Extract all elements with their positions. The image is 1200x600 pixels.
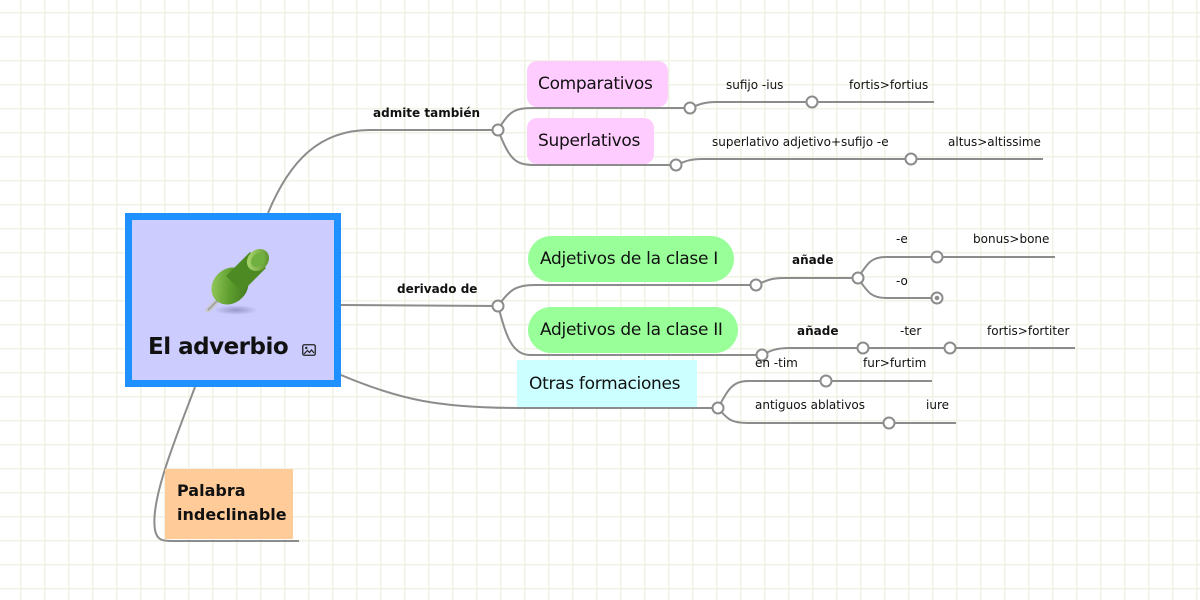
connector-root-derivado: [340, 304, 499, 307]
subtopic-o[interactable]: -o: [896, 274, 908, 288]
collapse-knob-en-tim[interactable]: [819, 374, 833, 388]
subtopic-en-tim[interactable]: en -tim: [755, 356, 798, 370]
subtopic-anade-1[interactable]: añade: [792, 253, 834, 267]
collapse-knob-derivado[interactable]: [491, 299, 505, 313]
connector-root-admite: [267, 129, 498, 214]
collapsed-indicator-o: [934, 295, 940, 301]
connector-superlativo-adj: [675, 158, 911, 166]
connector-anade-1: [755, 277, 858, 286]
topic-label: Otras formaciones: [529, 373, 681, 394]
subtopic-altissime[interactable]: altus>altissime: [948, 135, 1041, 149]
subtopic-superlativo-adjetivo[interactable]: superlativo adjetivo+sufijo -e: [712, 135, 889, 149]
relation-label-admite: admite también: [373, 106, 481, 120]
subtopic-bone[interactable]: bonus>bone: [973, 232, 1050, 246]
topic-adjetivos-clase-1[interactable]: Adjetivos de la clase I: [528, 236, 734, 282]
image-icon[interactable]: [302, 344, 316, 356]
topic-label: Adjetivos de la clase I: [540, 249, 718, 269]
collapse-knob-clase2[interactable]: [755, 348, 769, 362]
topic-comparativos[interactable]: Comparativos: [527, 61, 668, 107]
subtopic-anade-2[interactable]: añade: [797, 324, 839, 338]
topic-label: Superlativos: [538, 131, 641, 151]
collapse-knob-anade-2[interactable]: [856, 341, 870, 355]
connector-sufijo-ius: [689, 101, 812, 109]
central-topic-title: El adverbio: [148, 334, 289, 360]
subtopic-fortiter[interactable]: fortis>fortiter: [987, 324, 1070, 338]
collapse-knob-anade-1[interactable]: [851, 271, 865, 285]
subtopic-sufijo-ius[interactable]: sufijo -ius: [726, 78, 784, 92]
connector-admite-comparativos: [497, 107, 690, 131]
topic-otras-formaciones[interactable]: Otras formaciones: [517, 360, 697, 407]
topic-label: Adjetivos de la clase II: [540, 320, 723, 340]
connector-anade-2: [761, 347, 863, 356]
green-pushpin-icon: [205, 248, 270, 315]
collapse-knob-sufijo-ius[interactable]: [805, 95, 819, 109]
subtopic-antiguos-ablativos[interactable]: antiguos ablativos: [755, 398, 866, 412]
connector-derivado-clase2: [497, 305, 762, 356]
subtopic-furtim[interactable]: fur>furtim: [863, 356, 927, 370]
collapse-knob-clase1[interactable]: [749, 278, 763, 292]
topic-adjetivos-clase-2[interactable]: Adjetivos de la clase II: [528, 307, 738, 353]
subtopic-iure[interactable]: iure: [926, 398, 949, 412]
collapse-knob-comparativos[interactable]: [683, 101, 697, 115]
collapse-knob-ter[interactable]: [943, 341, 957, 355]
subtopic-ter[interactable]: -ter: [900, 324, 922, 338]
connector-admite-superlativos: [497, 129, 676, 166]
connector-derivado-clase1: [497, 284, 756, 307]
subtopic-e[interactable]: -e: [896, 232, 908, 246]
collapse-knob-antiguos[interactable]: [882, 416, 896, 430]
collapse-knob-admite[interactable]: [491, 123, 505, 137]
subtopic-fortius[interactable]: fortis>fortius: [849, 78, 929, 92]
connector-root-otras: [340, 374, 718, 409]
central-topic[interactable]: El adverbio: [125, 213, 341, 387]
collapse-knob-superlativo-adj[interactable]: [904, 152, 918, 166]
topic-palabra-indeclinable[interactable]: Palabra indeclinable: [165, 469, 293, 539]
collapse-knob-e[interactable]: [930, 250, 944, 264]
collapse-knob-otras[interactable]: [711, 401, 725, 415]
topic-label: Palabra indeclinable: [177, 481, 287, 524]
topic-label: Comparativos: [538, 74, 653, 94]
topic-superlativos[interactable]: Superlativos: [527, 118, 654, 164]
relation-label-derivado: derivado de: [397, 282, 478, 296]
connector-root-palabra: [153, 386, 299, 542]
collapse-knob-superlativos[interactable]: [669, 158, 683, 172]
